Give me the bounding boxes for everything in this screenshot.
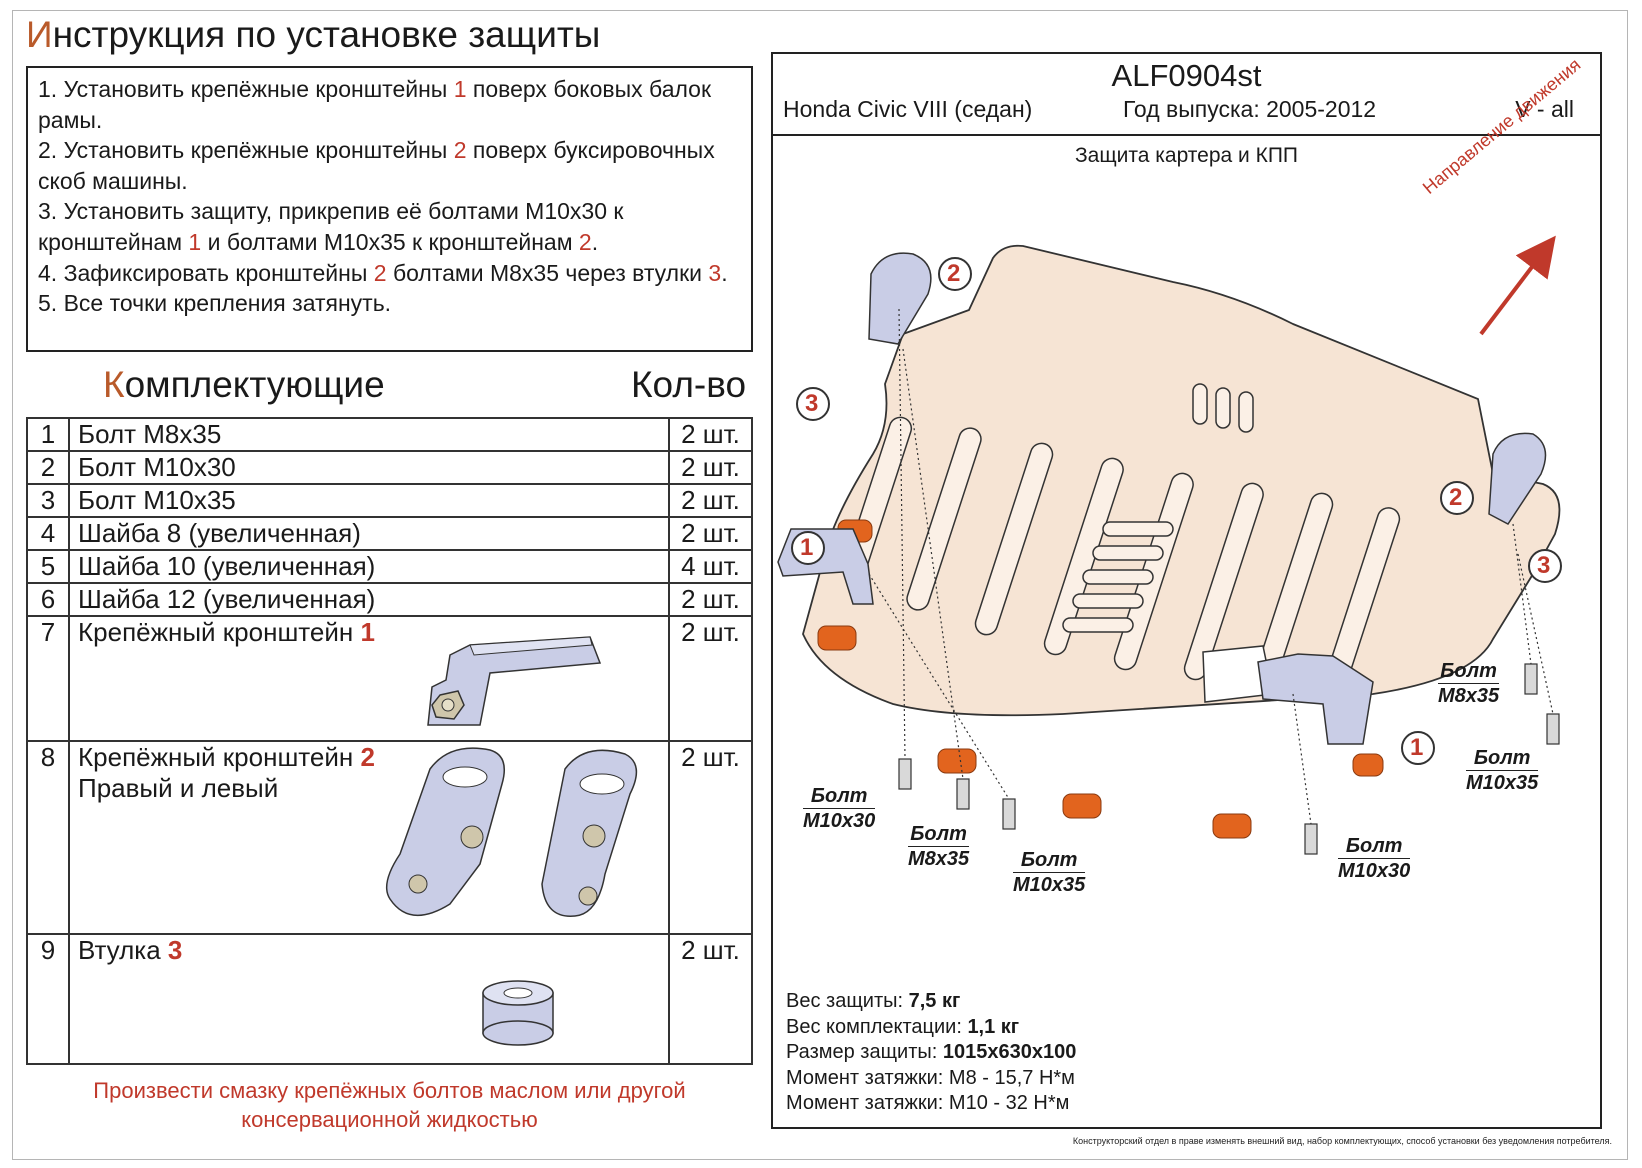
table-row: 9 Втулка 3 2 шт.: [26, 933, 753, 1065]
spec-torque-m8: Момент затяжки: M8 - 15,7 Н*м: [786, 1066, 1075, 1089]
bracket-1-right: [1257, 653, 1374, 745]
callout-3-left: 3: [805, 390, 819, 417]
drawing-subtitle: Защита картера и КПП: [1074, 144, 1299, 167]
callout-2-left: 2: [947, 260, 961, 287]
spec-kit-weight: Вес комплектации: 1,1 кг: [786, 1015, 1020, 1038]
spec-size: Размер защиты: 1015x630x100: [786, 1041, 1077, 1063]
engine-version: V - all: [1515, 96, 1574, 122]
callout-1-left: 1: [800, 534, 814, 561]
bracket-2-illustration: [385, 747, 638, 917]
spec-weight: Вес защиты: 7,5 кг: [786, 990, 961, 1012]
spec-torque-m10: Момент затяжки: M10 - 32 Н*м: [786, 1092, 1070, 1114]
qty-title: Кол-во: [631, 364, 747, 405]
drawing-header: ALF0904st Honda Civic VIII (седан) Год в…: [773, 54, 1600, 136]
step-3: 3. Установить защиту, прикрепив её болта…: [38, 198, 624, 255]
page-title: Инструкция по установке защиты: [26, 14, 601, 55]
bracket-2-right: [1488, 432, 1547, 525]
production-years: Год выпуска: 2005-2012: [1123, 96, 1377, 122]
bracket-2-left: [868, 252, 932, 345]
guide-lines: [868, 308, 1554, 825]
logo-pads: [817, 519, 1384, 839]
step-1: 1. Установить крепёжные кронштейны 1 пов…: [38, 76, 712, 133]
callout-2-right: 2: [1449, 484, 1463, 511]
specifications: Вес защиты: 7,5 кг Вес комплектации: 1,1…: [786, 989, 1076, 1117]
table-row: 7 Крепёжный кронштейн 1 2 шт.: [26, 615, 753, 742]
assembly-drawing: [777, 235, 1562, 855]
bolts: [898, 663, 1560, 855]
parts-title: Комплектующие: [103, 364, 385, 405]
instruction-steps: 1. Установить крепёжные кронштейны 1 пов…: [26, 66, 753, 352]
step-4: 4. Зафиксировать кронштейны 2 болтами M8…: [38, 259, 728, 286]
disclaimer-footer: Конструкторский отдел в праве изменять в…: [1072, 1136, 1612, 1146]
step-5: 5. Все точки крепления затянуть.: [38, 290, 392, 317]
step-2: 2. Установить крепёжные кронштейны 2 пов…: [38, 137, 715, 194]
bushing-illustration: [482, 980, 554, 1046]
bracket-1-illustration: [427, 636, 602, 726]
lubrication-note: Произвести смазку крепёжных болтов масло…: [93, 1078, 686, 1132]
drawing-panel: ALF0904st Honda Civic VIII (седан) Год в…: [771, 52, 1602, 1129]
car-model: Honda Civic VIII (седан): [783, 96, 1033, 122]
callouts: [791, 257, 1562, 765]
honda-logo-emboss: [1062, 521, 1174, 633]
callout-1-right: 1: [1410, 734, 1424, 761]
direction-arrow: [1479, 235, 1556, 336]
callout-3-right: 3: [1537, 552, 1551, 579]
page-frame: [12, 10, 1628, 1160]
product-code: ALF0904st: [1111, 58, 1262, 93]
